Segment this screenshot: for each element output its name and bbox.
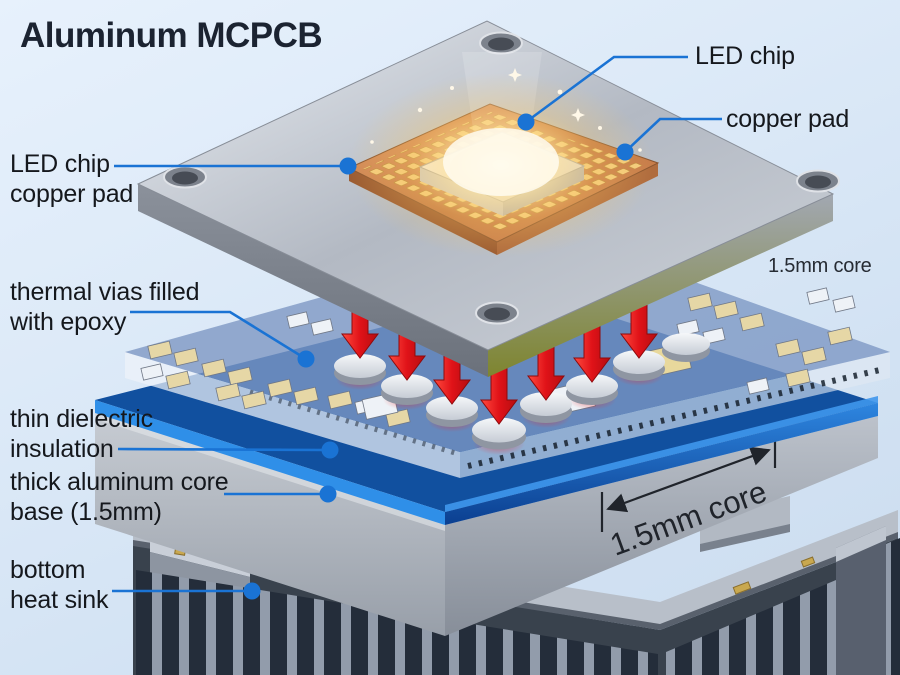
mounting-holes xyxy=(163,31,840,325)
heatsink-corner-block xyxy=(836,526,886,675)
heat-sink xyxy=(133,496,900,675)
label-thermal-vias: thermal vias filled with epoxy xyxy=(10,278,200,336)
leader-thermal-vias xyxy=(130,310,307,361)
callout-dots xyxy=(243,113,634,600)
label-thick-core: thick aluminum core base (1.5mm) xyxy=(10,468,229,526)
mounting-hole xyxy=(475,301,519,325)
heatsink-fins xyxy=(136,538,900,675)
dielectric-right-edge xyxy=(445,403,878,525)
mounting-hole xyxy=(796,169,840,193)
callout-leader-lines xyxy=(112,55,722,593)
leader-thin-dielectric xyxy=(117,447,327,452)
thermal-vias-pads xyxy=(334,333,710,455)
via-cylinders xyxy=(334,333,710,450)
pcb-left-face xyxy=(125,352,460,478)
diagram-title: Aluminum MCPCB xyxy=(20,16,323,55)
mounting-hole xyxy=(163,165,207,189)
label-led-chip: LED chip xyxy=(695,42,795,70)
label-core-note: 1.5mm core xyxy=(768,255,872,277)
dielectric-left-edge xyxy=(95,400,445,525)
heatsink-top-face xyxy=(133,510,898,628)
plate-right-face xyxy=(488,194,833,377)
label-thin-dielectric: thin dielectric insulation xyxy=(10,405,153,463)
sparkles xyxy=(370,68,642,152)
label-copper-pad: copper pad xyxy=(726,105,850,133)
leader-copper-pad xyxy=(624,117,722,153)
label-led-chip-copper-pad: LED chip copper pad xyxy=(10,150,134,208)
led-chip-assembly xyxy=(347,52,660,257)
pcb-right-face xyxy=(460,352,890,478)
core-left-face xyxy=(95,413,445,636)
leader-led-chip xyxy=(525,55,688,124)
plate-left-face xyxy=(138,184,488,377)
heat-flow-arrows xyxy=(341,295,658,425)
mounting-hole xyxy=(479,31,523,55)
label-heat-sink: bottom heat sink xyxy=(10,556,109,614)
